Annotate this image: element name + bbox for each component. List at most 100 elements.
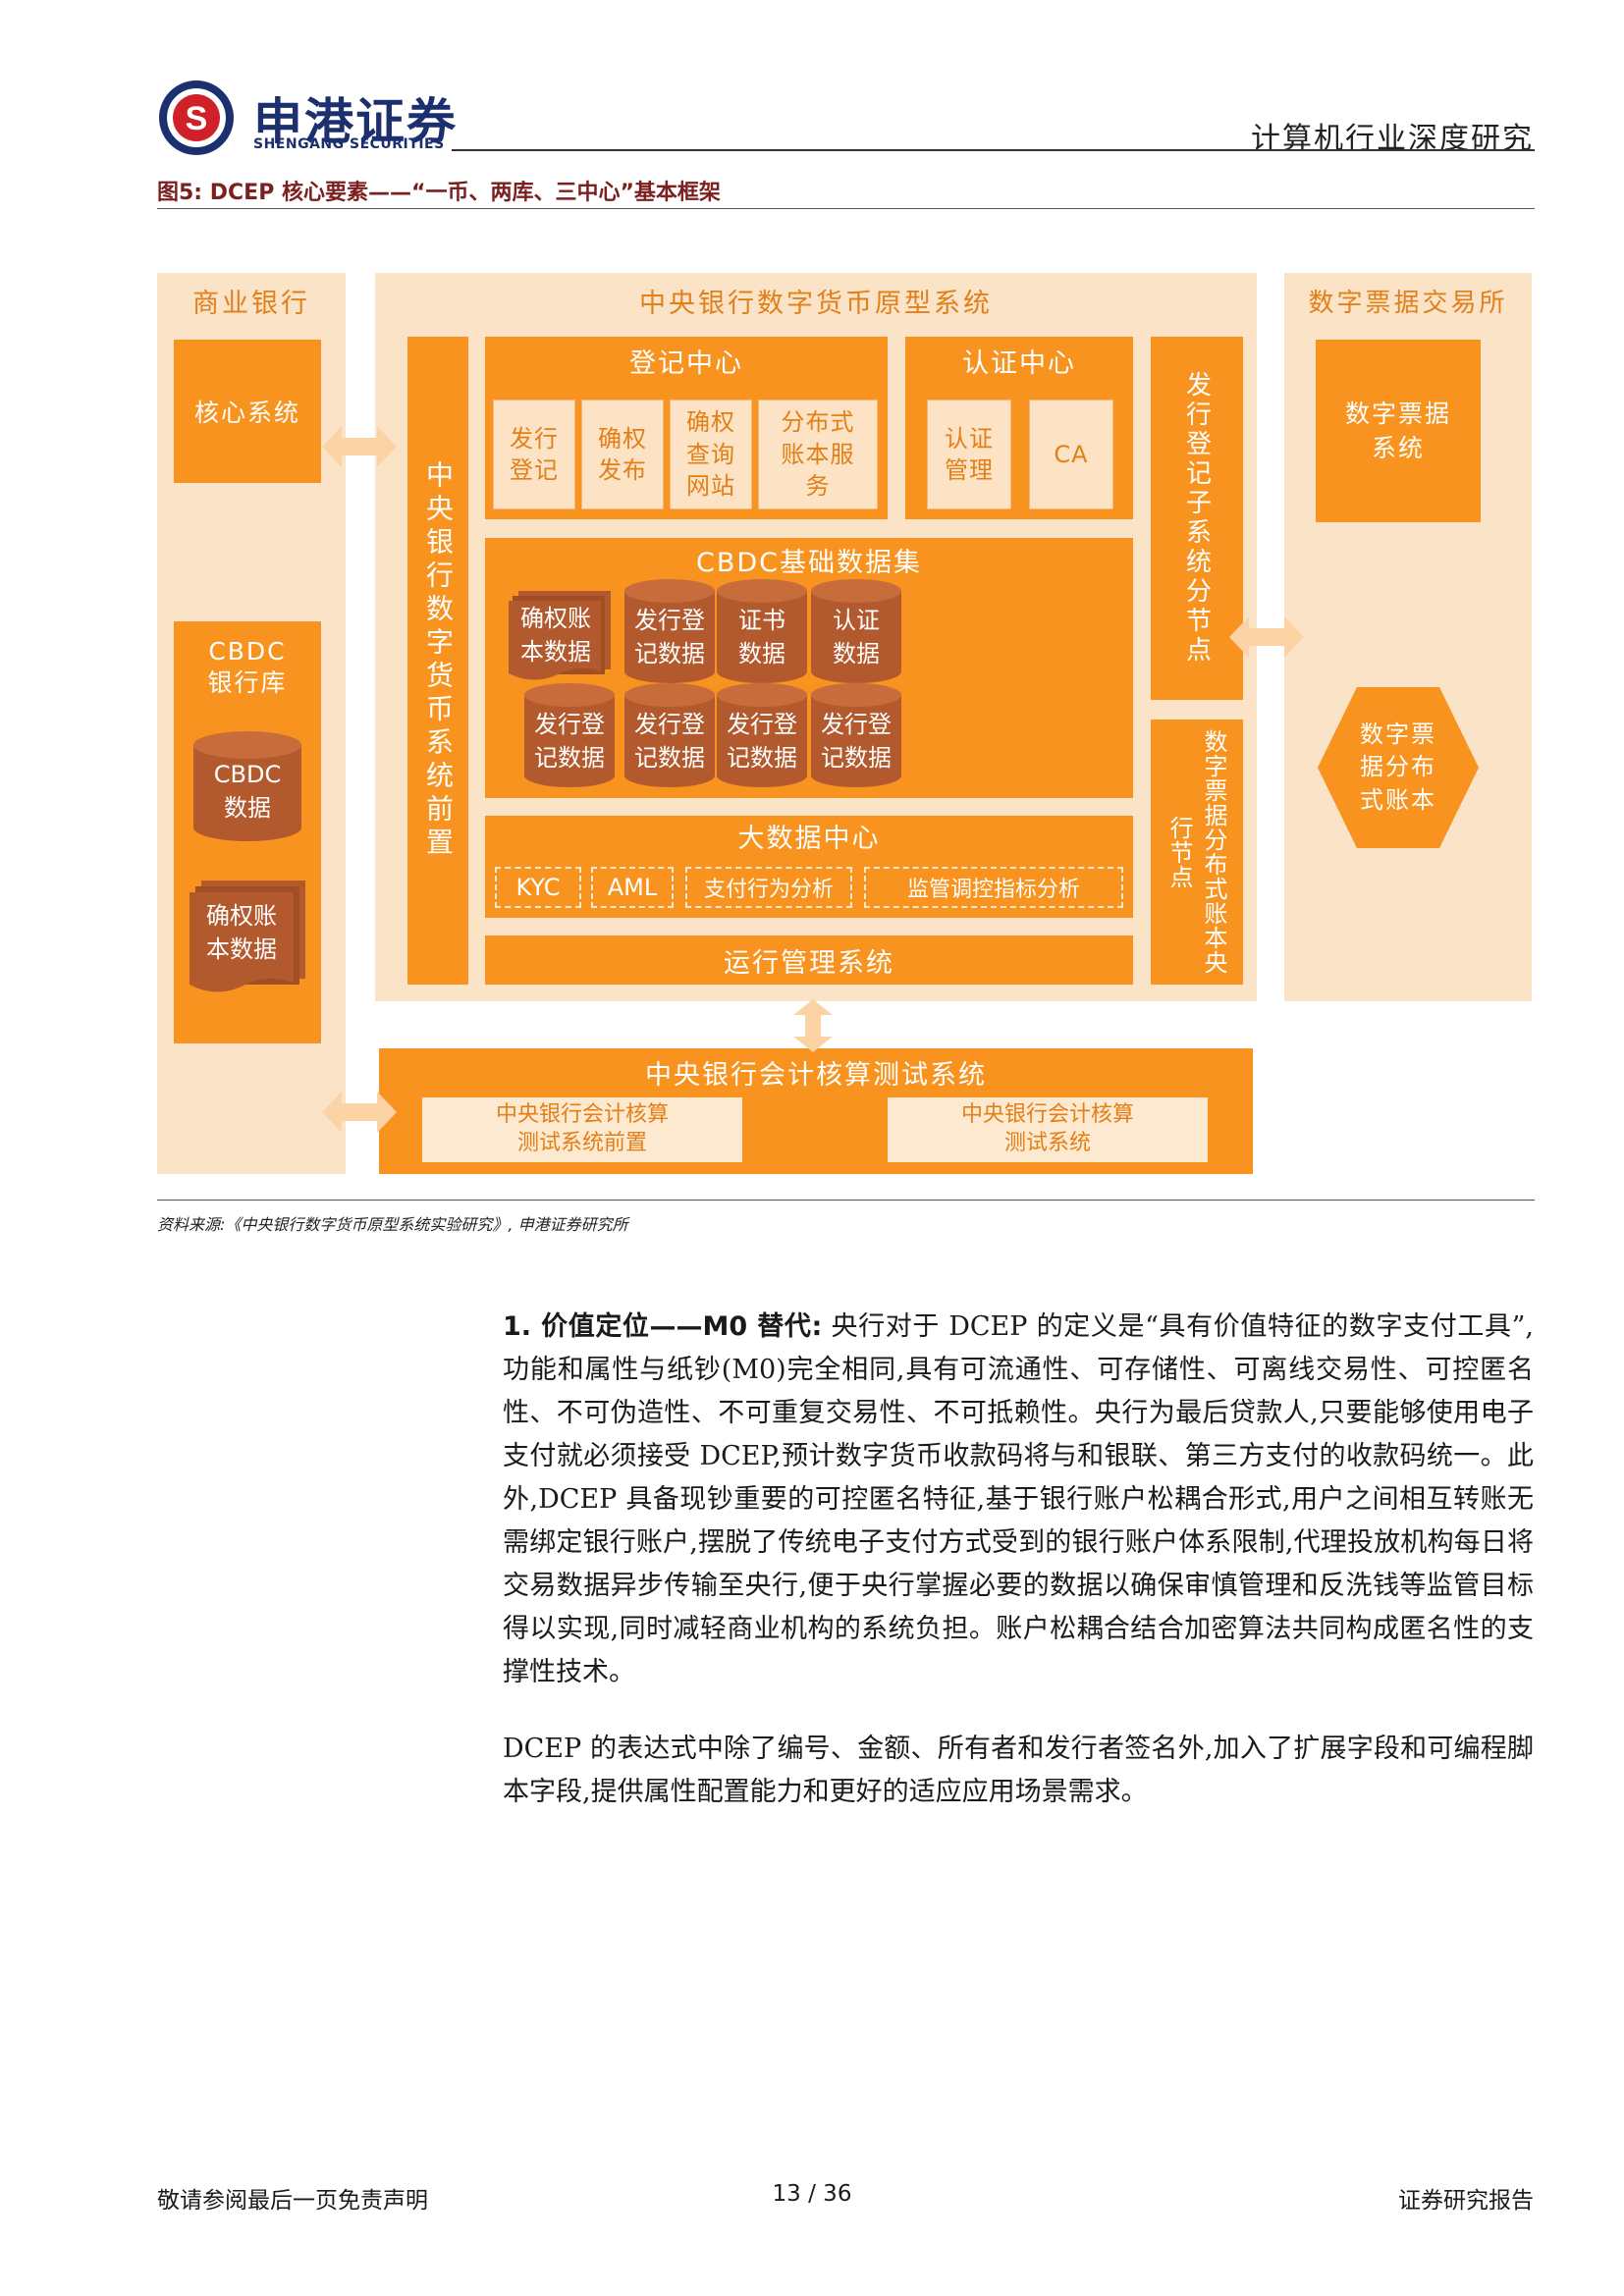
dataset-cyl-6-label: 发行登 记数据	[727, 711, 797, 772]
bigdata-item-aml-label: AML	[607, 874, 658, 901]
dataset-cyl-3-label: 认证 数据	[833, 607, 880, 667]
logo-name-en: SHENGANG SECURITIES	[253, 136, 445, 152]
auth-item-ca: CA	[1029, 400, 1113, 509]
database-icon	[193, 731, 301, 841]
dataset-cyl-1: 发行登 记数据	[623, 577, 717, 685]
auth-item-management: 认证 管理	[927, 400, 1011, 509]
database-icon	[717, 579, 807, 683]
double-arrow-icon	[1229, 616, 1304, 658]
auth-item-management-label: 认证 管理	[945, 424, 994, 484]
document-stack-icon	[509, 591, 611, 680]
bigdata-item-kyc-label: KYC	[515, 874, 561, 901]
auth-center-label: 认证中心	[962, 347, 1076, 379]
accounting-test-label: 中央银行会计核算 测试系统	[960, 1102, 1134, 1155]
reg-item-issue: 发行 登记	[493, 400, 575, 509]
reg-item-query-site: 确权 查询 网站	[670, 400, 752, 509]
paragraph-value-positioning: 1. 价值定位——M0 替代: 央行对于 DCEP 的定义是“具有价值特征的数字…	[503, 1306, 1534, 1694]
bill-ledger-hexagon: 数字票 据分布 式账本	[1316, 685, 1481, 850]
cbdc-bank-db-label: CBDC 银行库	[207, 636, 288, 698]
exchange-panel: 数字票据交易所 数字票据 系统 数字票 据分布 式账本	[1284, 273, 1532, 1001]
figure-top-divider	[157, 208, 1535, 209]
dataset-cyl-4: 发行登 记数据	[522, 681, 617, 789]
dataset-ledger-label: 确权账 本数据	[520, 605, 591, 666]
dataset-cyl-3: 认证 数据	[809, 577, 903, 685]
auth-center-box: 认证中心 认证 管理 CA	[905, 337, 1133, 519]
reg-item-ledger-service: 分布式 账本服 务	[758, 400, 878, 509]
cbdc-bank-db-box: CBDC 银行库 CBDC 数据 确权账 本数据	[174, 621, 321, 1043]
bigdata-item-kyc: KYC	[495, 867, 581, 908]
dataset-cyl-5: 发行登 记数据	[623, 681, 717, 789]
confirm-ledger-label: 确权账 本数据	[206, 902, 277, 963]
bigdata-item-regulation-label: 监管调控指标分析	[906, 878, 1080, 902]
dataset-cyl-1-label: 发行登 记数据	[634, 607, 705, 667]
svg-text:S: S	[186, 100, 208, 137]
framework-diagram: 商业银行 核心系统 CBDC 银行库 CBDC 数据 确权账 本数据	[157, 273, 1532, 1176]
database-icon	[717, 683, 807, 787]
reg-item-query-site-label: 确权 查询 网站	[686, 408, 735, 501]
cbdc-data-label: CBDC 数据	[213, 761, 282, 822]
dataset-cyl-4-label: 发行登 记数据	[534, 711, 605, 772]
figure-bottom-divider	[157, 1200, 1535, 1201]
logo: S	[157, 79, 236, 157]
cbdc-data-cylinder: CBDC 数据	[191, 729, 303, 843]
core-system-label: 核心系统	[193, 399, 300, 427]
database-icon	[624, 683, 715, 787]
ledger-node-box: 数字票据分布式账本央行节点	[1151, 720, 1243, 985]
dataset-cyl-2-label: 证书 数据	[738, 607, 785, 667]
commercial-bank-panel: 商业银行 核心系统 CBDC 银行库 CBDC 数据 确权账 本数据	[157, 273, 346, 1174]
bigdata-item-aml: AML	[591, 867, 674, 908]
bigdata-center-label: 大数据中心	[737, 823, 881, 854]
database-icon	[811, 579, 901, 683]
footer-disclaimer: 敬请参阅最后一页免责声明	[157, 2188, 428, 2214]
hexagon-icon	[1318, 687, 1479, 848]
bigdata-item-payment: 支付行为分析	[685, 867, 852, 908]
paragraph-text: 央行对于 DCEP 的定义是“具有价值特征的数字支付工具”,功能和属性与纸钞(M…	[503, 1311, 1534, 1687]
accounting-test-box: 中央银行会计核算 测试系统	[888, 1097, 1208, 1162]
prototype-system-panel: 中央银行数字货币原型系统 中央银行数字货币系统前置 登记中心 发行 登记 确权 …	[375, 273, 1257, 1001]
reg-item-ledger-service-label: 分布式 账本服 务	[781, 408, 855, 501]
dataset-cyl-6: 发行登 记数据	[715, 681, 809, 789]
bill-system-box: 数字票据 系统	[1316, 340, 1481, 522]
bill-ledger-label: 数字票 据分布 式账本	[1360, 720, 1436, 814]
footer-report-type: 证券研究报告	[1398, 2188, 1534, 2214]
core-system-box: 核心系统	[174, 340, 321, 483]
dataset-cyl-2: 证书 数据	[715, 577, 809, 685]
reg-item-issue-label: 发行 登记	[510, 424, 559, 484]
dataset-cyl-7: 发行登 记数据	[809, 681, 903, 789]
vertical-double-arrow-icon	[793, 999, 833, 1052]
header-divider	[452, 149, 1535, 151]
accounting-label: 中央银行会计核算测试系统	[645, 1059, 987, 1091]
bigdata-center-box: 大数据中心 KYC AML 支付行为分析 监管调控指标分析	[485, 816, 1133, 918]
prototype-system-label: 中央银行数字货币原型系统	[639, 288, 993, 319]
bigdata-item-payment-label: 支付行为分析	[703, 878, 834, 902]
reg-item-confirm-publish-label: 确权 发布	[598, 424, 647, 484]
page-number: 13 / 36	[772, 2181, 852, 2207]
issue-reg-node-label: 发行登记子系统分节点	[1181, 371, 1212, 666]
auth-item-ca-label: CA	[1054, 440, 1089, 468]
cbdc-dataset-label: CBDC基础数据集	[695, 547, 923, 578]
dataset-ledger-doc: 确权账 本数据	[507, 589, 615, 685]
exchange-label: 数字票据交易所	[1308, 288, 1508, 318]
ops-system-label: 运行管理系统	[724, 947, 894, 979]
reg-item-confirm-publish: 确权 发布	[581, 400, 664, 509]
ledger-node-label: 数字票据分布式账本央行节点	[1165, 729, 1227, 975]
accounting-panel: 中央银行会计核算测试系统 中央银行会计核算 测试系统前置 中央银行会计核算 测试…	[379, 1048, 1253, 1174]
dataset-cyl-5-label: 发行登 记数据	[634, 711, 705, 772]
dataset-cyl-7-label: 发行登 记数据	[821, 711, 892, 772]
database-icon	[811, 683, 901, 787]
commercial-bank-label: 商业银行	[192, 288, 310, 319]
registry-center-label: 登记中心	[629, 347, 743, 379]
double-arrow-icon	[322, 1092, 397, 1133]
double-arrow-icon	[322, 426, 397, 467]
registry-center-box: 登记中心 发行 登记 确权 发布 确权 查询 网站 分布式 账本服 务	[485, 337, 888, 519]
database-icon	[624, 579, 715, 683]
confirm-ledger-doc: 确权账 本数据	[188, 879, 309, 1000]
front-system-label: 中央银行数字货币系统前置	[422, 460, 455, 861]
document-stack-icon	[189, 881, 305, 992]
cbdc-dataset-box: CBDC基础数据集 确权账 本数据 发行登 记数据 证书 数据 认证 数据	[485, 538, 1133, 798]
figure-title: 图5: DCEP 核心要素——“一币、两库、三中心”基本框架	[157, 181, 721, 205]
accounting-front-box: 中央银行会计核算 测试系统前置	[422, 1097, 742, 1162]
paragraph-dcep-expression: DCEP 的表达式中除了编号、金额、所有者和发行者签名外,加入了扩展字段和可编程…	[503, 1734, 1534, 1807]
accounting-front-label: 中央银行会计核算 测试系统前置	[495, 1102, 669, 1155]
database-icon	[524, 683, 615, 787]
